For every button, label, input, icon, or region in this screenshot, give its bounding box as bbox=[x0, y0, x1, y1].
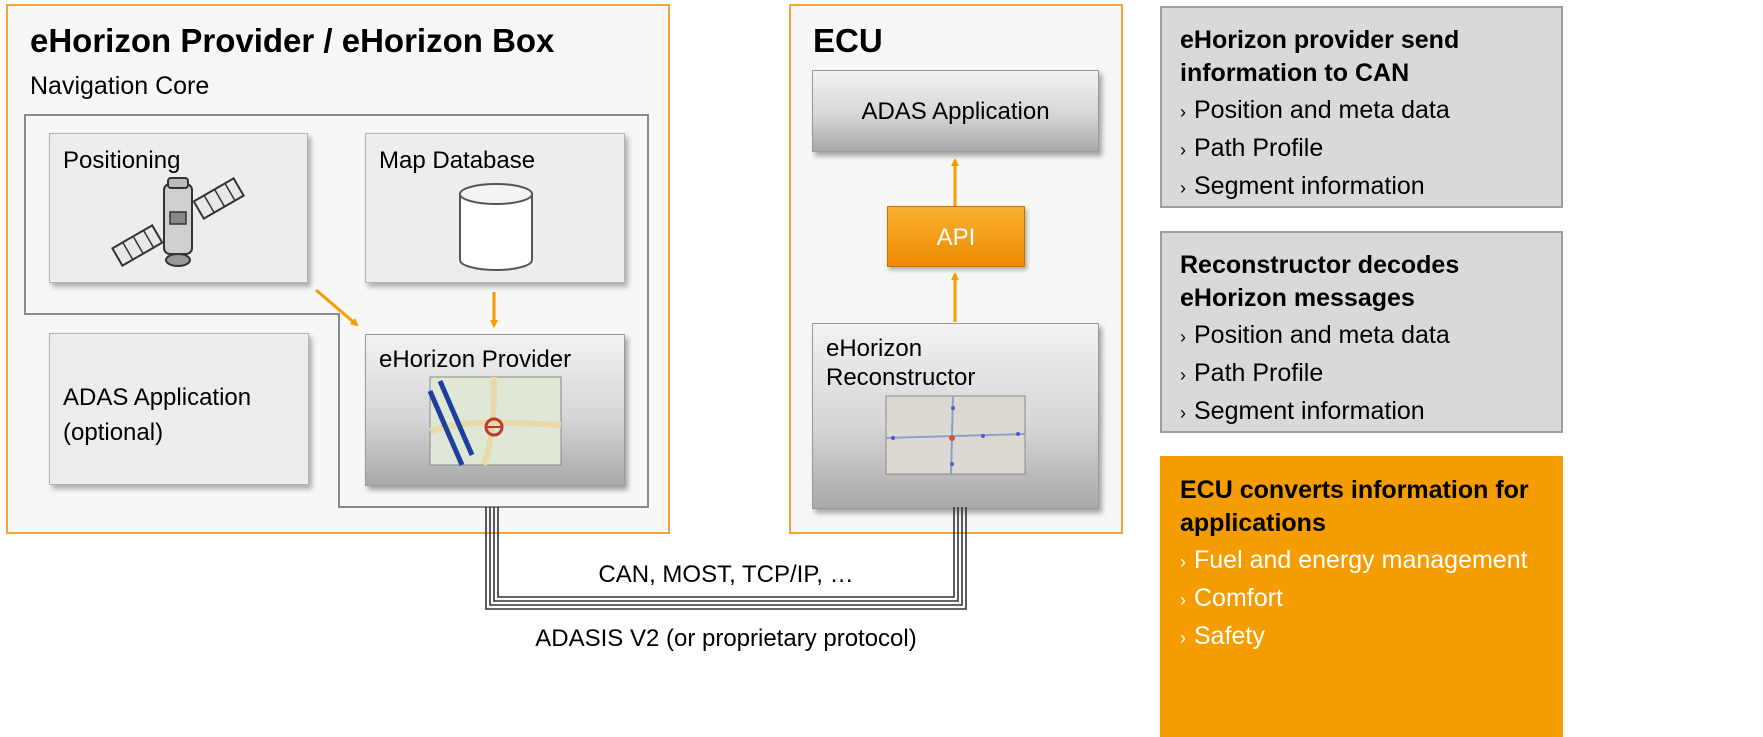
side-box-1-item: › Position and meta data bbox=[1180, 90, 1561, 133]
bullet-chevron-icon: › bbox=[1180, 140, 1186, 160]
ecu-adas-application-box: ADAS Application bbox=[812, 70, 1099, 152]
navigation-core-label: Navigation Core bbox=[30, 72, 210, 100]
positioning-box: Positioning bbox=[49, 133, 308, 283]
provider-box-title: eHorizon Provider / eHorizon Box bbox=[30, 22, 555, 59]
api-box: API bbox=[887, 206, 1025, 267]
reconstructor-label-line1: eHorizon bbox=[826, 335, 923, 362]
side-box-ecu-info: ECU converts information for application… bbox=[1160, 456, 1563, 737]
positioning-label: Positioning bbox=[63, 147, 181, 174]
bus-label: CAN, MOST, TCP/IP, … bbox=[598, 561, 854, 588]
database-cylinder-icon bbox=[459, 183, 533, 271]
side-box-3-item: › Safety bbox=[1180, 616, 1561, 659]
bullet-chevron-icon: › bbox=[1180, 552, 1186, 572]
protocol-label: ADASIS V2 (or proprietary protocol) bbox=[535, 625, 917, 652]
side-box-provider-info: eHorizon provider send information to CA… bbox=[1160, 6, 1563, 208]
side-box-1-item-text: Position and meta data bbox=[1194, 96, 1450, 124]
ehorizon-provider-box: eHorizon Provider bbox=[365, 334, 625, 486]
side-box-2-item-text: Segment information bbox=[1194, 397, 1425, 425]
ecu-title: ECU bbox=[813, 22, 883, 59]
side-box-2-item-text: Path Profile bbox=[1194, 359, 1324, 387]
reconstructor-label-line2: Reconstructor bbox=[826, 364, 976, 391]
side-box-1-item: › Path Profile bbox=[1180, 128, 1561, 171]
api-label: API bbox=[936, 224, 976, 251]
side-box-2-item: › Position and meta data bbox=[1180, 315, 1561, 358]
positioning-to-provider-arrow bbox=[315, 288, 359, 327]
bullet-chevron-icon: › bbox=[1180, 327, 1186, 347]
adas-optional-label-line2: (optional) bbox=[63, 419, 164, 446]
side-box-3-item-text: Fuel and energy management bbox=[1194, 546, 1528, 574]
satellite-icon bbox=[111, 176, 245, 268]
bullet-chevron-icon: › bbox=[1180, 590, 1186, 610]
side-box-1-heading-line1: eHorizon provider send bbox=[1180, 26, 1460, 54]
side-box-3-heading-line1: ECU converts information for bbox=[1180, 476, 1529, 504]
side-box-1-item: › Segment information bbox=[1180, 166, 1561, 209]
side-box-2-item: › Segment information bbox=[1180, 391, 1561, 434]
reconstructor-map-image bbox=[885, 395, 1026, 475]
bullet-chevron-icon: › bbox=[1180, 102, 1186, 122]
side-box-reconstructor-info: Reconstructor decodes eHorizon messages … bbox=[1160, 231, 1563, 433]
side-box-2-item: › Path Profile bbox=[1180, 353, 1561, 396]
side-box-1-item-text: Path Profile bbox=[1194, 134, 1324, 162]
ehorizon-provider-label: eHorizon Provider bbox=[379, 346, 572, 373]
side-box-1-heading-line2: information to CAN bbox=[1180, 59, 1410, 87]
bullet-chevron-icon: › bbox=[1180, 365, 1186, 385]
bullet-chevron-icon: › bbox=[1180, 403, 1186, 423]
adas-optional-label-line1: ADAS Application bbox=[63, 384, 252, 411]
side-box-2-heading-line2: eHorizon messages bbox=[1180, 284, 1415, 312]
side-box-2-heading-line1: Reconstructor decodes bbox=[1180, 251, 1460, 279]
bullet-chevron-icon: › bbox=[1180, 178, 1186, 198]
side-box-3-item: › Fuel and energy management bbox=[1180, 540, 1561, 583]
side-box-3-heading-line2: applications bbox=[1180, 509, 1326, 537]
ehorizon-reconstructor-box: eHorizon Reconstructor bbox=[812, 323, 1099, 509]
map-database-label: Map Database bbox=[379, 147, 536, 174]
bullet-chevron-icon: › bbox=[1180, 628, 1186, 648]
side-box-3-item-text: Comfort bbox=[1194, 584, 1283, 612]
map-database-box: Map Database bbox=[365, 133, 625, 283]
ecu-adas-label: ADAS Application bbox=[861, 98, 1050, 125]
side-box-1-item-text: Segment information bbox=[1194, 172, 1425, 200]
adas-application-optional-box: ADAS Application (optional) bbox=[49, 333, 309, 485]
provider-map-image bbox=[427, 376, 562, 466]
side-box-3-item: › Comfort bbox=[1180, 578, 1561, 621]
side-box-3-item-text: Safety bbox=[1194, 622, 1265, 650]
side-box-2-item-text: Position and meta data bbox=[1194, 321, 1450, 349]
bus-lines bbox=[485, 507, 967, 610]
